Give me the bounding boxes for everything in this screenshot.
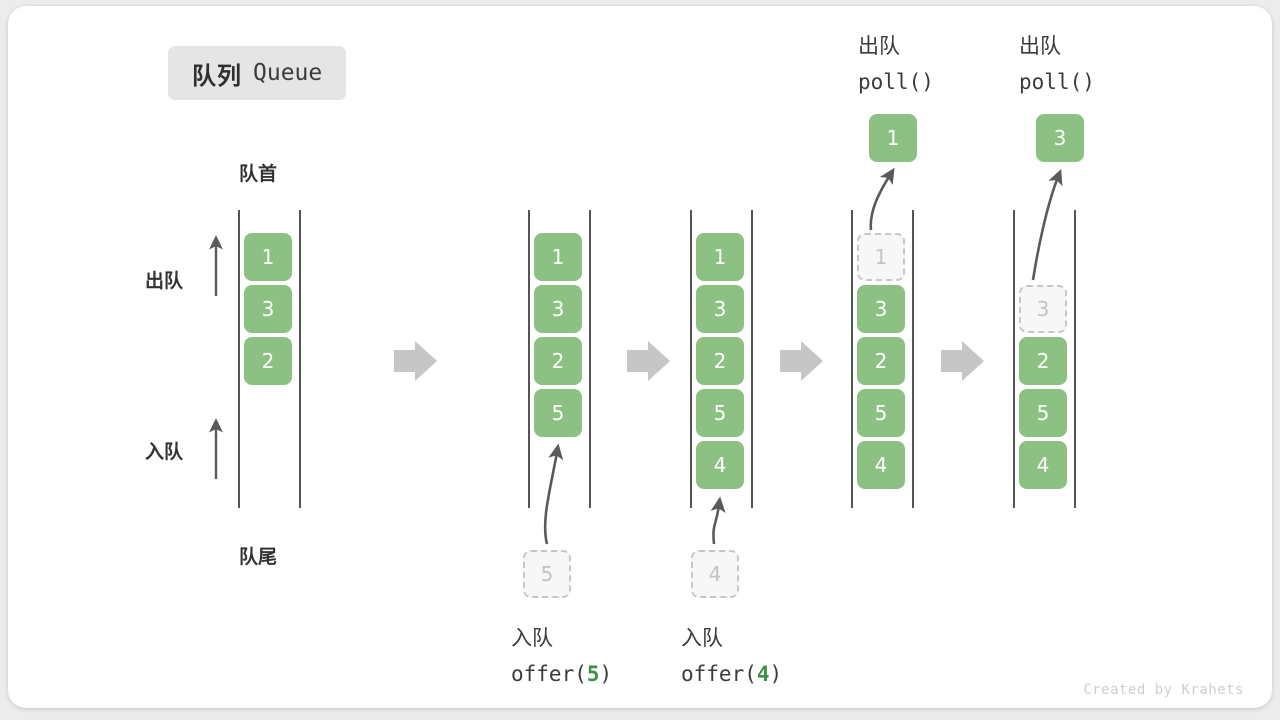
stage-2-op-code-suffix: ) (599, 662, 613, 686)
stage-5-cell-2: 2 (1019, 337, 1067, 385)
diagram-card (8, 6, 1272, 708)
dequeue-direction-label: 出队 (145, 270, 184, 292)
stage-4-op-cn: 出队 (858, 34, 900, 58)
stage-5-op-code: poll() (1019, 70, 1095, 94)
stage-2-op-code-prefix: offer( (511, 662, 587, 686)
stage-5-operation-label: 出队 poll() (1019, 28, 1095, 100)
stage-5-op-cn: 出队 (1019, 34, 1061, 58)
stage-2-rail-left (528, 210, 530, 508)
stage-3-cell-3: 5 (696, 389, 744, 437)
stage-3-rail-left (690, 210, 692, 508)
stage-4-cell-1: 3 (857, 285, 905, 333)
stage-3-operation-label: 入队 offer(4) (681, 620, 782, 692)
queue-head-label: 队首 (239, 163, 278, 185)
stage-2-cell-3: 5 (534, 389, 582, 437)
enqueue-direction-label: 入队 (145, 441, 184, 463)
stage-2-rail-right (589, 210, 591, 508)
title-chinese: 队列 (192, 61, 242, 90)
stage-1-cell-2: 2 (244, 337, 292, 385)
watermark: Created by Krahets (1083, 682, 1244, 698)
stage-3-rail-right (751, 210, 753, 508)
stage-4-rail-left (851, 210, 853, 508)
stage-4-cell-0-ghost: 1 (857, 233, 905, 281)
stage-4-operation-label: 出队 poll() (858, 28, 934, 100)
stage-4-outgoing-cell: 1 (869, 114, 917, 162)
stage-3-op-code-value: 4 (756, 662, 770, 686)
stage-4-cell-4: 4 (857, 441, 905, 489)
queue-tail-label: 队尾 (239, 546, 278, 568)
stage-2-incoming-ghost: 5 (523, 550, 571, 598)
stage-5-cell-4: 4 (1019, 441, 1067, 489)
stage-5-cell-1-ghost: 3 (1019, 285, 1067, 333)
stage-3-cell-2: 2 (696, 337, 744, 385)
stage-5-rail-left (1013, 210, 1015, 508)
stage-3-incoming-ghost: 4 (691, 550, 739, 598)
stage-3-op-code-suffix: ) (769, 662, 783, 686)
stage-3-cell-1: 3 (696, 285, 744, 333)
stage-1-cell-0: 1 (244, 233, 292, 281)
stage-4-rail-right (912, 210, 914, 508)
stage-3-cell-4: 4 (696, 441, 744, 489)
stage-4-op-code: poll() (858, 70, 934, 94)
stage-3-cell-0: 1 (696, 233, 744, 281)
stage-2-cell-2: 2 (534, 337, 582, 385)
stage-3-op-cn: 入队 (681, 626, 723, 650)
stage-5-cell-3: 5 (1019, 389, 1067, 437)
stage-5-rail-right (1074, 210, 1076, 508)
stage-4-cell-3: 5 (857, 389, 905, 437)
stage-2-operation-label: 入队 offer(5) (511, 620, 612, 692)
stage-2-cell-1: 3 (534, 285, 582, 333)
stage-1-rail-right (299, 210, 301, 508)
diagram-title-chip: 队列 Queue (168, 46, 347, 100)
title-english: Queue (253, 60, 323, 86)
stage-2-op-cn: 入队 (511, 626, 553, 650)
stage-3-op-code-prefix: offer( (681, 662, 757, 686)
stage-1-rail-left (238, 210, 240, 508)
stage-4-cell-2: 2 (857, 337, 905, 385)
stage-1-cell-1: 3 (244, 285, 292, 333)
stage-2-op-code-value: 5 (586, 662, 600, 686)
stage-2-cell-0: 1 (534, 233, 582, 281)
stage-5-outgoing-cell: 3 (1036, 114, 1084, 162)
